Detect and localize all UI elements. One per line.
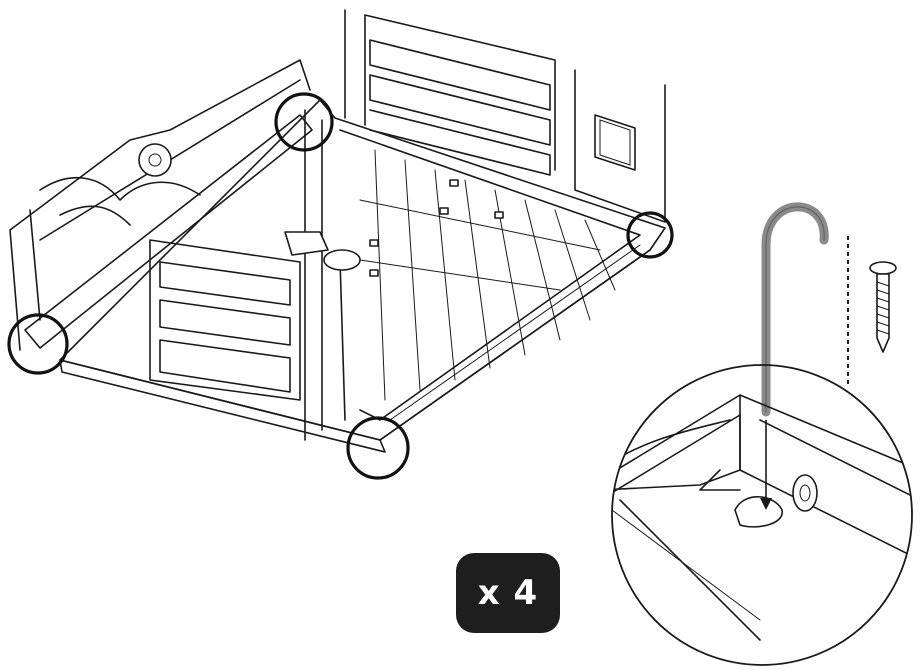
left-wall bbox=[9, 59, 311, 351]
back-wall-panels bbox=[369, 39, 551, 176]
gear-fitting bbox=[138, 143, 172, 177]
floor-ribs bbox=[359, 149, 616, 401]
diagonal-beam bbox=[24, 114, 313, 349]
highlight-circles bbox=[7, 92, 674, 480]
back-wall bbox=[344, 9, 666, 223]
highlight-circle-bottom bbox=[346, 416, 410, 480]
wall-window-box bbox=[594, 114, 636, 171]
door-frame bbox=[149, 239, 301, 401]
floor-inner-edge bbox=[339, 129, 641, 421]
hook-tool-icon bbox=[761, 202, 829, 417]
screw-icon bbox=[869, 261, 897, 353]
floor-tabs bbox=[369, 179, 504, 277]
bottom-rail bbox=[59, 359, 386, 453]
left-wall-fold bbox=[39, 176, 201, 226]
screw-hole-pad bbox=[734, 496, 783, 528]
quantity-badge-text: x 4 bbox=[477, 573, 539, 613]
highlight-circle-top bbox=[274, 92, 334, 152]
door-panels bbox=[159, 261, 291, 393]
shed-base-drawing bbox=[9, 9, 666, 453]
highlight-circle-right bbox=[626, 211, 674, 259]
center-post bbox=[304, 109, 346, 441]
screw-boss bbox=[792, 474, 818, 512]
detail-zoom-circle bbox=[611, 364, 913, 666]
quantity-badge: x 4 bbox=[456, 553, 560, 633]
door-latch bbox=[284, 231, 329, 256]
highlight-circle-left bbox=[7, 313, 69, 375]
